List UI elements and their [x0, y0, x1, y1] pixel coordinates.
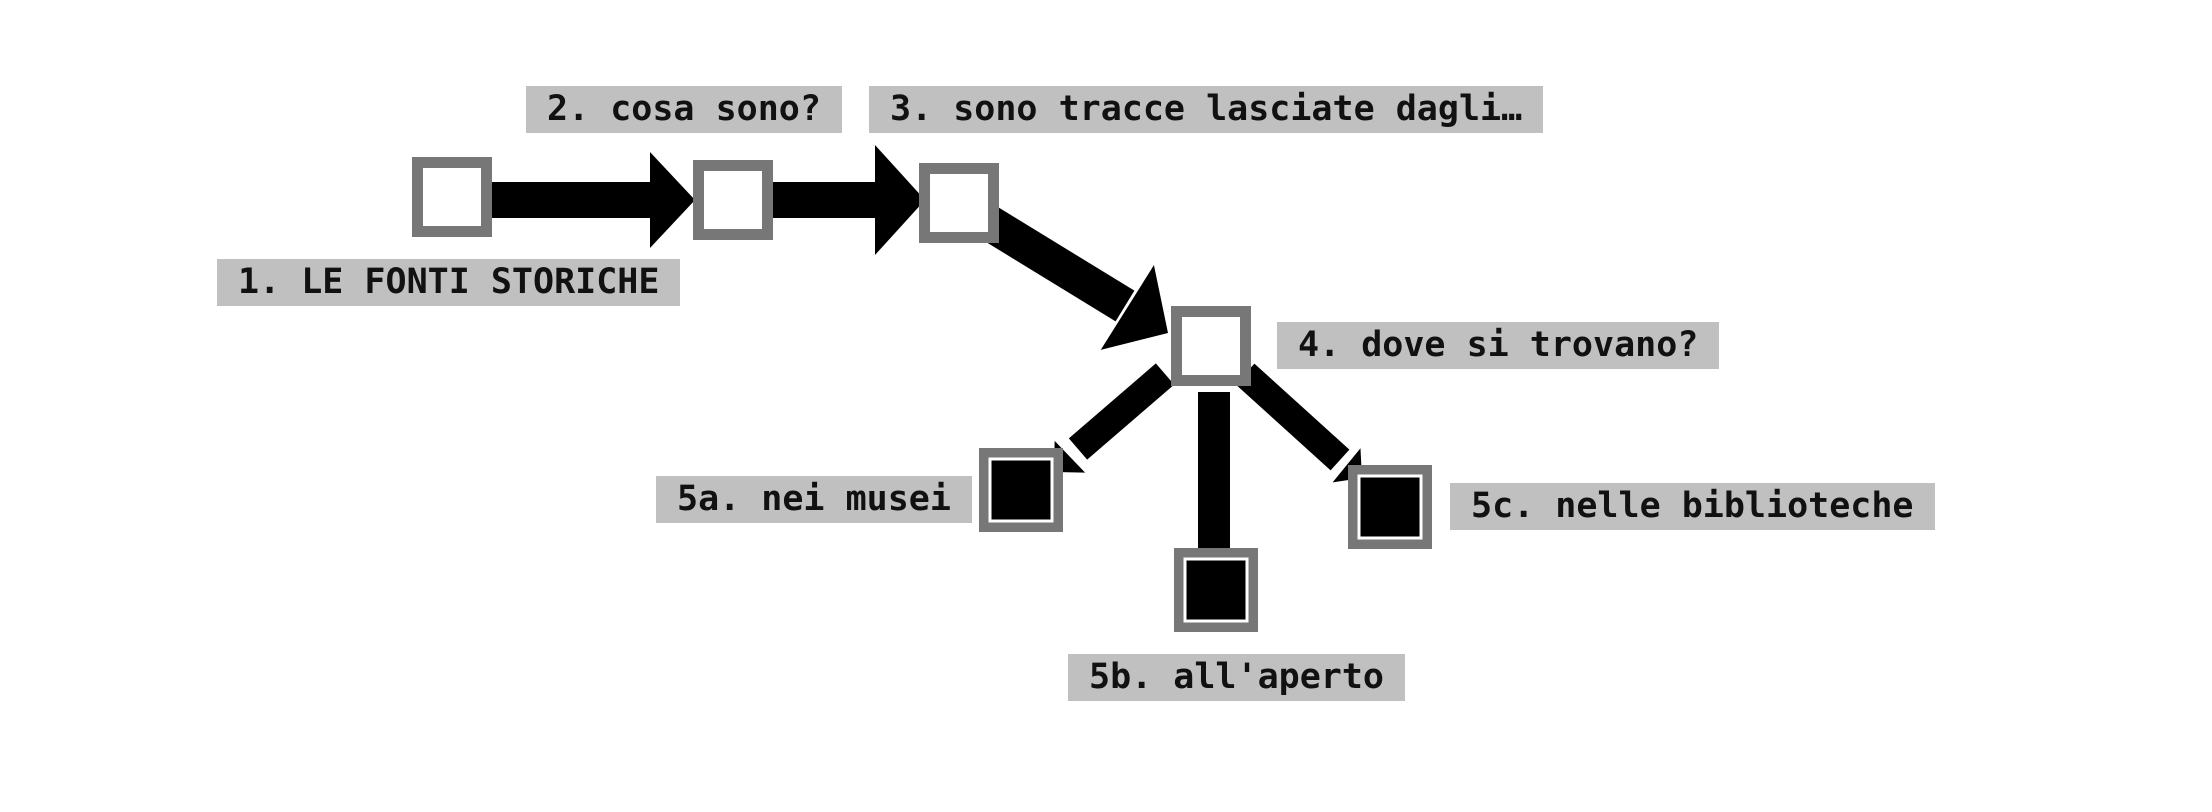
edge-shaft — [1235, 363, 1350, 471]
node-n4 — [1171, 306, 1251, 386]
node-label-5b-all-aperto: 5b. all'aperto — [1068, 654, 1406, 701]
node-n3 — [919, 163, 999, 243]
node-fill — [1183, 557, 1249, 623]
edge-shaft — [1068, 363, 1175, 460]
edge-n4-to-n5a — [1054, 363, 1175, 473]
node-fill — [423, 168, 481, 226]
node-n5b — [1174, 548, 1258, 632]
node-label-4-dove-si-trovano: 4. dove si trovano? — [1277, 322, 1720, 369]
edge-n4-to-n5b — [1186, 392, 1242, 573]
node-label-3-sono-tracce: 3. sono tracce lasciate dagli… — [869, 86, 1544, 133]
node-label-5c-nelle-biblioteche: 5c. nelle biblioteche — [1450, 483, 1935, 530]
node-fill — [1182, 317, 1240, 375]
node-n1 — [412, 157, 492, 237]
arrowhead — [875, 145, 925, 255]
nodes-layer — [412, 157, 1432, 632]
node-fill — [930, 174, 988, 232]
node-label-1-le-fonti-storiche: 1. LE FONTI STORICHE — [217, 259, 681, 306]
node-fill — [1357, 474, 1423, 540]
node-fill — [704, 171, 762, 229]
node-label-2-cosa-sono: 2. cosa sono? — [526, 86, 842, 133]
arrowhead — [1100, 265, 1168, 350]
node-label-5a-nei-musei: 5a. nei musei — [656, 476, 972, 523]
arrowhead — [650, 152, 695, 248]
edge-n4-to-n5c — [1235, 363, 1362, 483]
node-n2 — [693, 160, 773, 240]
node-fill — [988, 457, 1054, 523]
node-n5c — [1348, 465, 1432, 549]
node-n5a — [979, 448, 1063, 532]
